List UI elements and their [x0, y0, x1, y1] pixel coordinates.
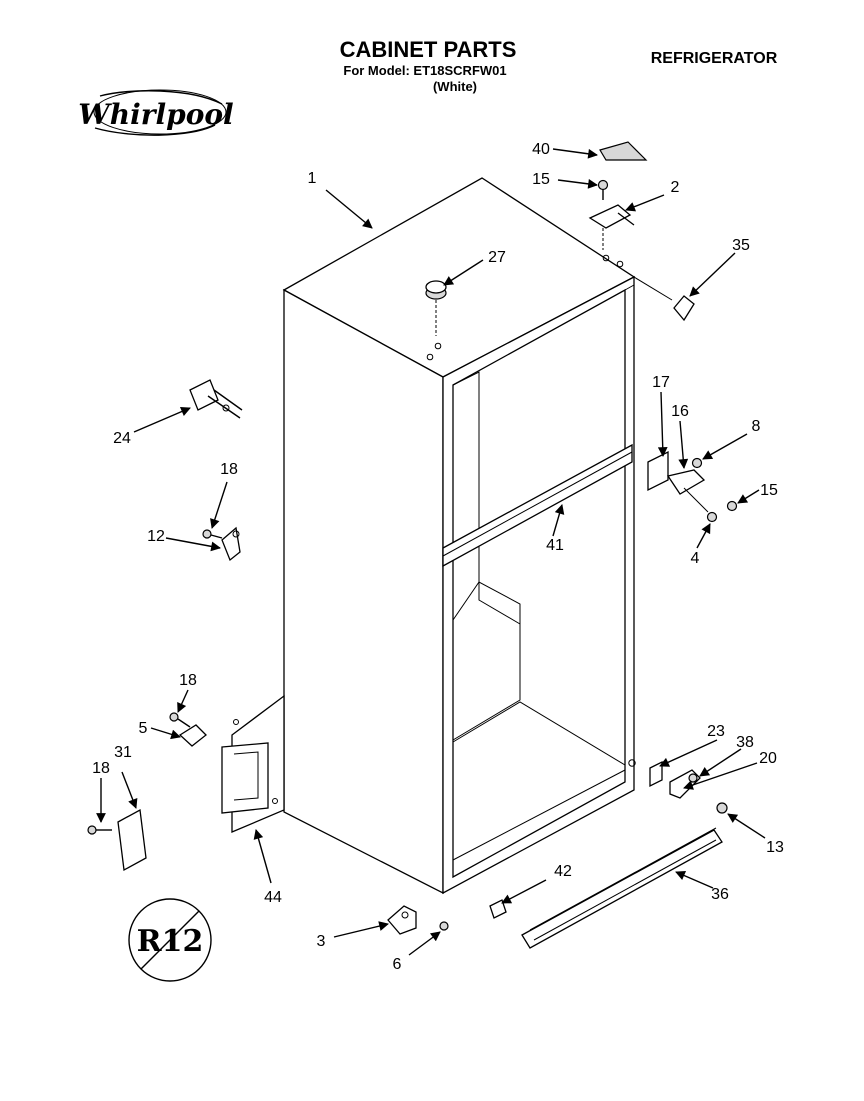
- callout-12: 12: [147, 528, 165, 545]
- callout-15-right: 15: [760, 482, 778, 499]
- callout-4: 4: [691, 550, 700, 567]
- cover-part: [87, 808, 147, 872]
- page-title: CABINET PARTS: [340, 37, 517, 62]
- callout-31: 31: [114, 744, 132, 761]
- callout-16: 16: [671, 403, 689, 420]
- callout-3: 3: [317, 933, 326, 950]
- callout-42: 42: [554, 863, 572, 880]
- r12-text: R12: [137, 924, 204, 959]
- hinge-pin-part: [189, 379, 243, 419]
- callout-13: 13: [766, 839, 784, 856]
- callout-15-top: 15: [532, 171, 550, 188]
- product-type: REFRIGERATOR: [651, 50, 778, 67]
- bottom-hinge-part: [649, 760, 728, 814]
- callout-24: 24: [113, 430, 131, 447]
- r12-refrigerant-badge: R12: [128, 898, 212, 982]
- callout-44: 44: [264, 889, 282, 906]
- center-hinge-part: [647, 450, 738, 523]
- whirlpool-logo: Whirlpool: [78, 89, 234, 136]
- top-cap-part: [599, 141, 648, 161]
- door-stop-part: [169, 712, 207, 747]
- callout-2: 2: [671, 179, 680, 196]
- callout-1: 1: [308, 170, 317, 187]
- callout-18-lower: 18: [92, 760, 110, 777]
- callout-41: 41: [546, 537, 564, 554]
- callout-8: 8: [752, 418, 761, 435]
- plug-part: [425, 280, 447, 336]
- logo-text: Whirlpool: [78, 98, 233, 131]
- leader-lines: [96, 148, 766, 956]
- grille-clip-part: [489, 899, 507, 919]
- side-panel: [221, 694, 285, 833]
- callout-23: 23: [707, 723, 725, 740]
- roller-part: [387, 905, 449, 935]
- callout-35: 35: [732, 237, 750, 254]
- callout-18-mid: 18: [179, 672, 197, 689]
- screw-top-part: [597, 179, 609, 200]
- cabinet-shell: [282, 177, 636, 895]
- callout-40: 40: [532, 141, 550, 158]
- top-hinge-part: [588, 204, 635, 229]
- callout-labels: 1 2 3 4 5 6 8 12 13 15 15 16 17 18 18 18…: [92, 141, 784, 973]
- callout-36: 36: [711, 886, 729, 903]
- grille-part: [521, 827, 723, 949]
- divider-rail: [442, 443, 633, 568]
- callout-38: 38: [736, 734, 754, 751]
- callout-5: 5: [139, 720, 148, 737]
- model-color: (White): [433, 79, 477, 94]
- bracket-part: [673, 295, 695, 322]
- callout-18-upper: 18: [220, 461, 238, 478]
- callout-6: 6: [393, 956, 402, 973]
- callout-17: 17: [652, 374, 670, 391]
- clip-part: [202, 526, 241, 562]
- callout-20: 20: [759, 750, 777, 767]
- callout-27: 27: [488, 249, 506, 266]
- model-number: For Model: ET18SCRFW01: [343, 63, 506, 78]
